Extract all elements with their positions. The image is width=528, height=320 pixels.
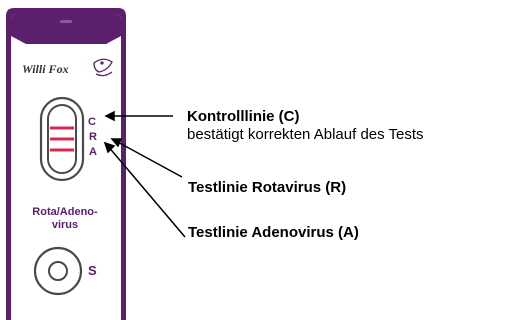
rota-line-label: Testlinie Rotavirus (R): [188, 179, 347, 196]
sample-well: [33, 246, 83, 296]
adeno-line-label: Testlinie Adenovirus (A): [188, 224, 359, 241]
rota-pointer-arrow: [110, 138, 123, 148]
test-name-line2: virus: [51, 219, 79, 231]
brand-logo-text: Willi Fox: [22, 62, 69, 76]
pointer-lines: [103, 110, 186, 238]
marker-a: A: [89, 146, 97, 158]
sample-marker-s: S: [88, 263, 97, 278]
marker-r: R: [89, 131, 97, 143]
control-line-description: bestätigt korrekten Ablauf des Tests: [187, 126, 424, 143]
control-pointer-arrow: [104, 110, 115, 122]
fox-logo-icon: [93, 58, 113, 77]
cassette-top-band: [11, 14, 121, 44]
rota-pointer-line: [113, 139, 183, 178]
adeno-pointer-arrow: [103, 141, 116, 154]
marker-c: C: [88, 116, 96, 128]
adeno-pointer-line: [106, 144, 186, 238]
control-line-label: Kontrolllinie (C): [187, 108, 300, 125]
test-name-line1: Rota/Adeno-: [32, 206, 98, 218]
result-window: [39, 96, 85, 182]
top-notch: [60, 20, 72, 23]
